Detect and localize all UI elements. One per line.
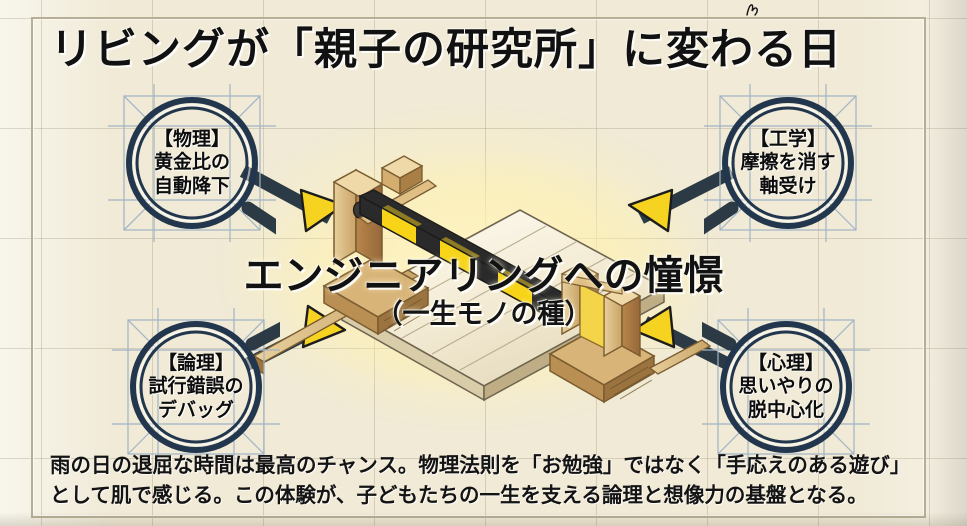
badge-physics-category: 【物理】 bbox=[153, 128, 230, 151]
pointer-cursor bbox=[746, 4, 758, 16]
magnifier-handle-physics bbox=[241, 201, 276, 235]
badge-physics-text: 【物理】 黄金比の 自動降下 bbox=[108, 84, 276, 242]
magnifier-ring-outer-logic bbox=[130, 321, 262, 453]
magnifier-handle-engineering bbox=[704, 201, 739, 235]
badge-engineering-category: 【工学】 bbox=[749, 128, 826, 151]
badge-physics[interactable]: 【物理】 黄金比の 自動降下 bbox=[108, 84, 276, 242]
left-base-grain bbox=[383, 298, 427, 332]
magnifier-ring-outer-psychology bbox=[720, 321, 852, 453]
left-cap-side bbox=[399, 164, 423, 196]
badge-logic-category: 【論理】 bbox=[157, 352, 234, 375]
striped-barrier bbox=[358, 189, 578, 326]
badge-psychology-text: 【心理】 思いやりの 脱中心化 bbox=[702, 308, 870, 466]
badge-engineering[interactable]: 【工学】 摩擦を消す 軸受け bbox=[704, 84, 872, 242]
slide-frame-border bbox=[31, 17, 926, 518]
right-rail bbox=[648, 339, 712, 375]
magnifier-ring-highlight-psychology bbox=[727, 328, 845, 446]
right-base-grain bbox=[609, 366, 653, 400]
badge-psychology[interactable]: 【心理】 思いやりの 脱中心化 bbox=[702, 308, 870, 466]
badge-engineering-line2: 軸受け bbox=[759, 174, 817, 197]
magnifier-ring-inner-psychology bbox=[729, 330, 843, 444]
badge-logic-text: 【論理】 試行錯誤の デバッグ bbox=[112, 308, 280, 466]
page-edge-shadow-bottom bbox=[0, 512, 967, 526]
magnifier-handle-logic bbox=[245, 321, 280, 351]
magnifier-ring-inner-engineering bbox=[731, 106, 845, 220]
badge-psychology-category: 【心理】 bbox=[747, 352, 824, 375]
magnifier-ring-inner-logic bbox=[139, 330, 253, 444]
center-subheadline: （一生モノの種） bbox=[375, 299, 592, 330]
center-headline: エンジニアリングへの憧憬 bbox=[243, 253, 724, 299]
magnifier-ring-highlight-physics bbox=[133, 104, 251, 222]
arrow-head-psychology bbox=[631, 305, 676, 349]
magnifier-ring-outer-engineering bbox=[722, 97, 854, 229]
footer-caption: 雨の日の退屈な時間は最高のチャンス。物理法則を「お勉強」ではなく「手応えのある遊… bbox=[50, 450, 925, 511]
badge-logic-line1: 試行錯誤の bbox=[148, 375, 244, 398]
right-post-base-side bbox=[603, 354, 655, 404]
magnifier-ring-outer-physics bbox=[126, 97, 258, 229]
left-post-base-side bbox=[377, 286, 429, 336]
badge-psychology-line2: 脱中心化 bbox=[747, 398, 824, 421]
badge-physics-line2: 自動降下 bbox=[153, 174, 230, 197]
magnifier-ring-highlight-engineering bbox=[729, 104, 847, 222]
illustration-wooden-ramp bbox=[232, 118, 712, 408]
arrow-head-engineering bbox=[627, 188, 674, 233]
badge-physics-line1: 黄金比の bbox=[153, 151, 230, 174]
badge-logic-line2: デバッグ bbox=[157, 398, 234, 421]
badge-psychology-line1: 思いやりの bbox=[738, 375, 834, 398]
right-post-yellow-panel bbox=[579, 282, 605, 350]
arrow-head-physics bbox=[299, 188, 346, 233]
badge-logic[interactable]: 【論理】 試行錯誤の デバッグ bbox=[112, 308, 280, 466]
badge-engineering-line1: 摩擦を消す bbox=[740, 151, 836, 174]
magnifier-ring-inner-physics bbox=[135, 106, 249, 220]
footer-caption-line1: 雨の日の退屈な時間は最高のチャンス。物理法則を「お勉強」ではなく「手応えのある遊… bbox=[50, 453, 911, 477]
page-title: リビングが「親子の研究所」に変わる日 bbox=[50, 25, 842, 75]
footer-caption-line2: として肌で感じる。この体験が、子どもたちの一生を支える論理と想像力の基盤となる。 bbox=[50, 483, 868, 508]
right-post-top-rail bbox=[561, 273, 623, 295]
magnifier-ring-highlight-logic bbox=[137, 328, 255, 446]
magnifier-handle-psychology bbox=[702, 321, 737, 351]
page-edge-shadow-right bbox=[925, 0, 967, 526]
badge-engineering-text: 【工学】 摩擦を消す 軸受け bbox=[704, 84, 872, 242]
